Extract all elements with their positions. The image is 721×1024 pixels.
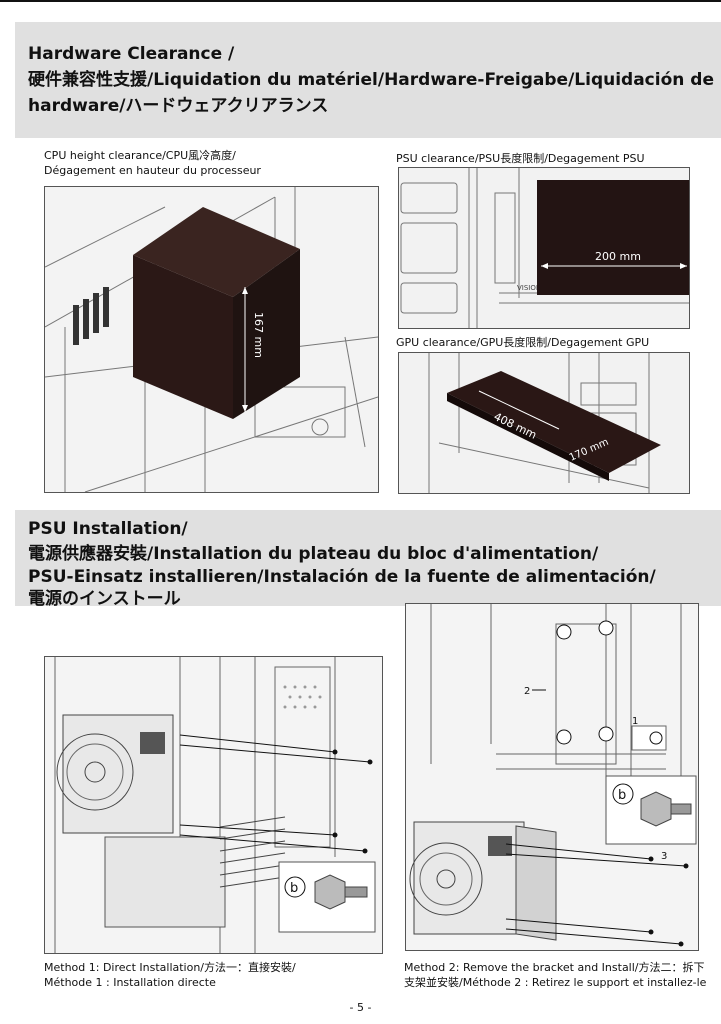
top-rule (0, 0, 721, 2)
step1-label: 1 (632, 716, 638, 727)
cpu-caption-line1: CPU height clearance/CPU風冷高度/ (44, 149, 236, 162)
step3-label: 3 (661, 851, 667, 862)
method1-screw-label: b (290, 881, 298, 896)
hardware-title-line1: Hardware Clearance / (28, 44, 235, 64)
hardware-title-line3: hardware/ハードウェアクリアランス (28, 96, 329, 116)
psu-brand-label: VISION (517, 284, 541, 292)
method2-caption-line2: 支架並安裝/Méthode 2 : Retirez le support et … (404, 976, 707, 989)
psu-clearance-figure: VISION 200 mm (398, 167, 690, 329)
install-title-line1: PSU Installation/ (28, 519, 188, 539)
page-number: - 5 - (349, 1001, 372, 1014)
psu-caption: PSU clearance/PSU長度限制/Degagement PSU (396, 152, 645, 165)
method2-screw-label: b (618, 788, 626, 803)
gpu-clearance-figure: 408 mm 170 mm (398, 352, 690, 494)
method2-figure: 2 1 b 3 (405, 603, 699, 951)
install-title-line3: PSU-Einsatz installieren/Instalación de … (28, 567, 656, 587)
cpu-caption-line2: Dégagement en hauteur du processeur (44, 164, 261, 177)
install-title-line4: 電源のインストール (28, 589, 181, 609)
method1-caption-line2: Méthode 1 : Installation directe (44, 976, 216, 989)
method1-caption-line1: Method 1: Direct Installation/方法一：直接安裝/ (44, 961, 296, 974)
cpu-clearance-figure: 167 mm (44, 186, 379, 493)
gpu-caption: GPU clearance/GPU長度限制/Degagement GPU (396, 336, 650, 349)
step2-label: 2 (524, 686, 530, 697)
psu-dimension-label: 200 mm (595, 250, 641, 263)
method2-caption-line1: Method 2: Remove the bracket and Install… (404, 961, 705, 974)
hardware-title-line2: 硬件兼容性支援/Liquidation du matériel/Hardware… (28, 70, 714, 90)
install-title-line2: 電源供應器安裝/Installation du plateau du bloc … (28, 544, 599, 564)
method1-figure: b (44, 656, 383, 954)
psu-installation-banner (15, 510, 721, 606)
hardware-clearance-banner (15, 22, 721, 138)
cpu-dimension-label: 167 mm (252, 312, 265, 358)
